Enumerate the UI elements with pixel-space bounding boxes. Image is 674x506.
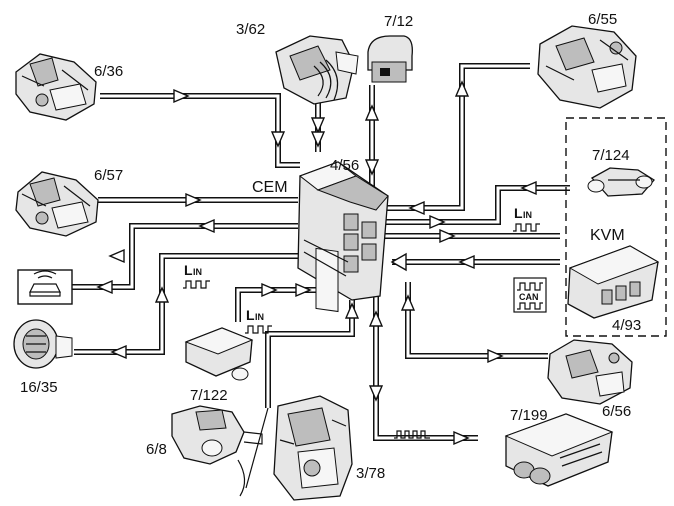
label-6-36: 6/36 bbox=[94, 63, 123, 80]
module-7-124 bbox=[587, 167, 655, 197]
lock-6-55 bbox=[537, 25, 637, 109]
kvm-dashed-boundary bbox=[565, 117, 667, 337]
lin-marker-left: L IN bbox=[183, 262, 210, 289]
svg-text:L: L bbox=[514, 205, 523, 221]
svg-text:CAN: CAN bbox=[519, 292, 539, 302]
car-alarm-symbol bbox=[17, 269, 73, 305]
switch-7-12 bbox=[367, 35, 413, 83]
label-7-12: 7/12 bbox=[384, 13, 413, 30]
label-7-122: 7/122 bbox=[190, 387, 228, 404]
label-6-57: 6/57 bbox=[94, 167, 123, 184]
lock-6-36 bbox=[15, 53, 97, 121]
lock-6-56 bbox=[547, 339, 633, 405]
label-6-56: 6/56 bbox=[602, 403, 631, 420]
label-cem: CEM bbox=[252, 179, 288, 196]
label-3-62: 3/62 bbox=[236, 21, 265, 38]
label-7-124: 7/124 bbox=[592, 147, 630, 164]
svg-text:IN: IN bbox=[255, 312, 264, 322]
kvm-module-4-93 bbox=[567, 245, 660, 319]
module-7-199 bbox=[504, 413, 614, 487]
latch-3-78 bbox=[273, 395, 353, 501]
signal-marker-7-199 bbox=[394, 430, 430, 439]
cem-module bbox=[297, 161, 389, 313]
label-4-56: 4/56 bbox=[330, 157, 359, 174]
can-marker: CAN bbox=[513, 277, 547, 313]
svg-text:L: L bbox=[184, 262, 193, 278]
label-7-199: 7/199 bbox=[510, 407, 548, 424]
siren-16-35 bbox=[13, 319, 73, 369]
label-4-93: 4/93 bbox=[612, 317, 641, 334]
lock-6-8 bbox=[171, 405, 263, 497]
svg-text:IN: IN bbox=[193, 267, 202, 277]
arrowheads bbox=[96, 80, 537, 446]
labels: 3/62 7/12 6/55 6/36 4/56 CEM 6/57 7/124 … bbox=[20, 11, 641, 482]
label-6-55: 6/55 bbox=[588, 11, 617, 28]
svg-text:L: L bbox=[246, 307, 255, 323]
module-7-122 bbox=[184, 327, 254, 381]
label-6-8: 6/8 bbox=[146, 441, 167, 458]
lock-6-57 bbox=[15, 171, 99, 237]
label-kvm: KVM bbox=[590, 227, 625, 244]
latch-3-62 bbox=[275, 35, 359, 105]
leader-line bbox=[245, 407, 269, 489]
lin-marker-7-122: L IN bbox=[245, 307, 272, 334]
lin-marker-right: L IN bbox=[513, 205, 540, 232]
svg-text:IN: IN bbox=[523, 210, 532, 220]
label-16-35: 16/35 bbox=[20, 379, 58, 396]
label-3-78: 3/78 bbox=[356, 465, 385, 482]
